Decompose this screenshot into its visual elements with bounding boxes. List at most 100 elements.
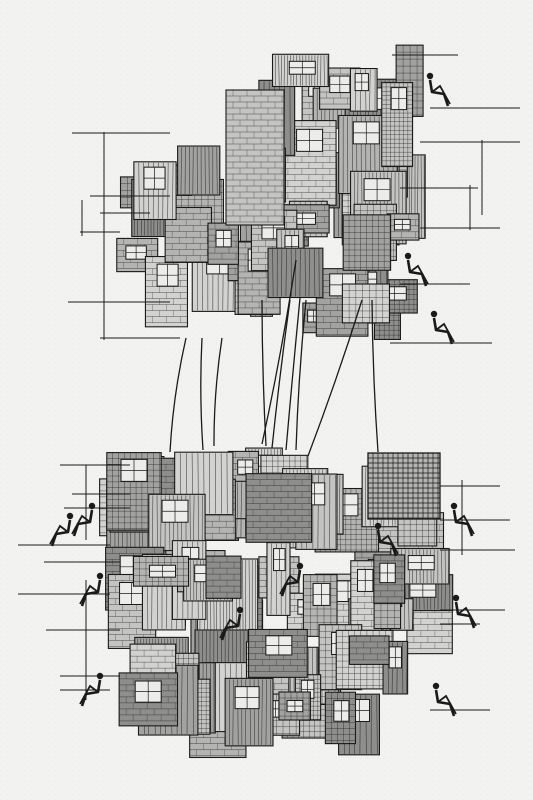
plank-line xyxy=(232,679,234,745)
shack xyxy=(118,672,179,727)
figure-head xyxy=(296,562,304,570)
figure-leg xyxy=(71,514,91,535)
shack-wall xyxy=(341,283,391,324)
figure-head xyxy=(96,572,104,580)
figure-leg xyxy=(435,322,455,343)
shack xyxy=(348,635,390,665)
cable xyxy=(307,299,363,457)
plank-line xyxy=(172,162,174,219)
shack-wall xyxy=(342,214,392,271)
sitting-figure xyxy=(219,606,244,641)
plank-line xyxy=(316,55,319,86)
sitting-figure xyxy=(404,252,429,287)
plank-line xyxy=(278,55,280,86)
plank-line xyxy=(376,695,378,754)
figure-leg xyxy=(79,584,99,605)
cable xyxy=(213,337,223,447)
cable xyxy=(371,299,379,453)
sitting-figure xyxy=(49,512,74,547)
shack-wall xyxy=(348,635,390,665)
figure-head xyxy=(452,594,460,602)
figure-leg xyxy=(437,694,457,715)
plank-line xyxy=(181,666,183,735)
cable xyxy=(261,259,297,445)
shack xyxy=(382,640,409,695)
sitting-figure xyxy=(452,594,477,629)
sitting-figure xyxy=(450,502,475,537)
sitting-figure xyxy=(71,502,96,537)
figure-body xyxy=(406,259,428,287)
plank-line xyxy=(270,543,273,615)
shack xyxy=(342,214,392,271)
figure-body xyxy=(434,689,456,717)
plank-line xyxy=(308,249,310,297)
shack xyxy=(207,222,239,265)
shack xyxy=(349,67,378,112)
lower-building-cluster xyxy=(99,447,454,759)
figure-head xyxy=(430,310,438,318)
shack xyxy=(266,542,291,616)
shack xyxy=(271,53,330,88)
figure-leg xyxy=(431,84,451,105)
figure-body xyxy=(50,519,72,547)
sitting-figure xyxy=(432,682,457,717)
figure-body xyxy=(80,679,102,707)
shack xyxy=(324,691,357,745)
plank-line xyxy=(138,162,140,219)
shack xyxy=(225,89,285,226)
shack xyxy=(267,247,324,299)
figure-leg xyxy=(219,618,239,639)
plank-line xyxy=(152,495,154,553)
shack-wall xyxy=(177,145,221,196)
shack xyxy=(144,255,189,328)
figure-body xyxy=(432,317,454,345)
cable xyxy=(169,337,187,453)
plank-line xyxy=(180,147,182,195)
plank-line xyxy=(283,55,285,86)
cable xyxy=(271,299,291,449)
shack xyxy=(245,473,313,543)
plank-line xyxy=(338,475,341,534)
figure-head xyxy=(404,252,412,260)
figure-leg xyxy=(49,524,69,545)
plank-line xyxy=(313,249,316,297)
shack xyxy=(381,82,414,168)
cable xyxy=(200,337,204,451)
figure-leg xyxy=(279,574,299,595)
plank-line xyxy=(420,155,422,238)
shack xyxy=(133,161,177,221)
plank-line xyxy=(299,249,301,297)
shack xyxy=(386,213,420,241)
figure-leg xyxy=(409,264,429,285)
figure-leg xyxy=(79,684,99,705)
cable xyxy=(295,299,307,451)
plank-line xyxy=(369,69,371,111)
shack xyxy=(341,283,391,324)
cable xyxy=(285,297,301,451)
plank-line xyxy=(156,495,158,553)
plank-line xyxy=(209,663,212,732)
plank-line xyxy=(285,249,287,297)
figure-head xyxy=(88,502,96,510)
plank-line xyxy=(240,482,243,518)
shack xyxy=(132,555,190,587)
figure-body xyxy=(452,509,474,537)
shack xyxy=(248,628,308,678)
plank-line xyxy=(411,599,414,630)
shack xyxy=(177,145,221,196)
shack xyxy=(373,554,406,604)
sitting-figure xyxy=(79,572,104,607)
figure-head xyxy=(96,672,104,680)
plank-line xyxy=(441,549,443,583)
plank-line xyxy=(402,642,404,693)
sitting-figure xyxy=(426,72,451,107)
figure-body xyxy=(376,529,398,557)
sitting-figures xyxy=(49,72,477,717)
plank-line xyxy=(167,162,169,219)
figure-head xyxy=(374,522,382,530)
figure-body xyxy=(428,79,450,107)
figure-leg xyxy=(457,606,477,627)
shack-wall xyxy=(225,89,285,226)
figure-head xyxy=(236,606,244,614)
